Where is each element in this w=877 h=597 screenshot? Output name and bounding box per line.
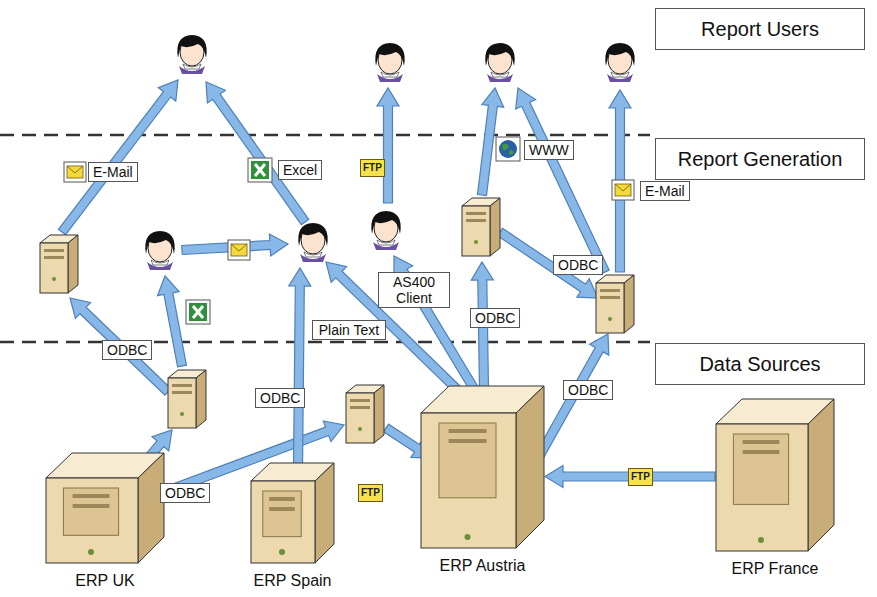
zone-label-box: Data Sources [655, 343, 865, 385]
protocol-label: WWW [524, 140, 574, 160]
zone-label-box: Report Generation [655, 138, 865, 180]
erp-server: ERP Spain [250, 462, 335, 590]
flow-arrow [158, 276, 187, 367]
protocol-label: ODBC [160, 483, 210, 503]
protocol-label: ODBC [563, 380, 613, 400]
ftp-icon: FTP [628, 468, 653, 486]
data-feed-arrow [545, 466, 715, 488]
ftp-icon: FTP [360, 159, 385, 177]
server-caption: ERP UK [35, 572, 175, 590]
flow-arrow [70, 298, 171, 395]
server-caption: ERP Spain [240, 572, 345, 590]
erp-server: ERP UK [45, 452, 165, 590]
zone-title: Report Users [701, 18, 819, 41]
arrow-shape [545, 466, 715, 488]
server-icon [250, 462, 335, 564]
server-caption: ERP France [705, 560, 845, 578]
flow-arrow [289, 268, 311, 470]
protocol-label: AS400 Client [378, 272, 450, 308]
protocol-label: E-Mail [640, 181, 690, 201]
server-caption: ERP Austria [410, 557, 555, 575]
server-icon [715, 398, 835, 552]
protocol-label: Plain Text [312, 320, 386, 340]
ftp-icon: FTP [358, 484, 383, 502]
zone-title: Report Generation [678, 148, 843, 171]
erp-server: ERP France [715, 398, 835, 578]
server-icon [420, 385, 545, 549]
flow-arrow [377, 88, 399, 203]
protocol-label: E-Mail [88, 162, 138, 182]
protocol-label: ODBC [553, 255, 603, 275]
flow-arrow [58, 80, 178, 235]
zone-label-box: Report Users [655, 8, 865, 50]
zone-title: Data Sources [699, 353, 820, 376]
protocol-label: ODBC [470, 308, 520, 328]
protocol-label: ODBC [102, 340, 152, 360]
server-icon [45, 452, 165, 564]
flow-arrow [206, 82, 309, 225]
protocol-label: ODBC [255, 388, 305, 408]
protocol-label: Excel [278, 160, 322, 180]
erp-server: ERP Austria [420, 385, 545, 575]
